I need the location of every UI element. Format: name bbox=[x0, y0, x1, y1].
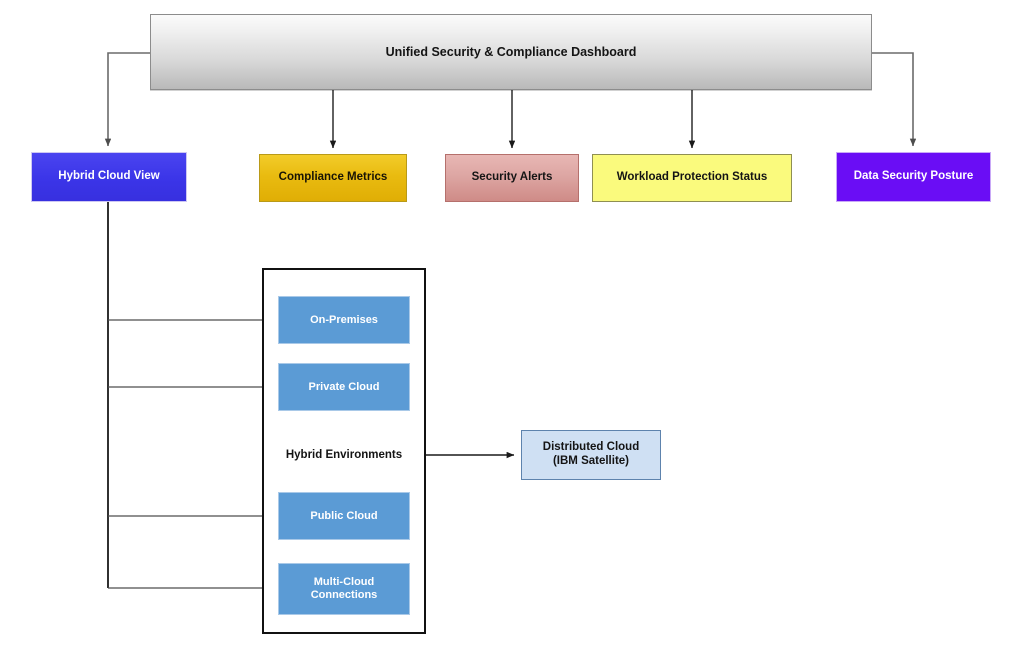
node-distributed-cloud-text: Distributed Cloud (IBM Satellite) bbox=[543, 441, 639, 468]
node-workload-protection-status[interactable]: Workload Protection Status bbox=[592, 154, 792, 202]
node-distributed-cloud-label-line2: (IBM Satellite) bbox=[552, 455, 630, 467]
node-distributed-cloud[interactable]: Distributed Cloud (IBM Satellite) bbox=[521, 430, 661, 480]
hybrid-environments-group-label: Hybrid Environments bbox=[262, 444, 426, 466]
node-data-security-posture[interactable]: Data Security Posture bbox=[836, 152, 991, 202]
node-multi-cloud-connections-label-line2: Connections bbox=[310, 589, 378, 601]
dashboard-banner[interactable]: Unified Security & Compliance Dashboard bbox=[150, 14, 872, 90]
node-multi-cloud-connections[interactable]: Multi-Cloud Connections bbox=[278, 563, 410, 615]
node-distributed-cloud-label-line1: Distributed Cloud bbox=[542, 441, 640, 454]
node-private-cloud-label: Private Cloud bbox=[308, 380, 380, 393]
node-on-premises-label: On-Premises bbox=[310, 313, 378, 326]
node-on-premises[interactable]: On-Premises bbox=[278, 296, 410, 344]
edge-banner-to-hybrid-cloud-view bbox=[104, 52, 150, 147]
node-public-cloud-label: Public Cloud bbox=[310, 509, 378, 522]
node-public-cloud[interactable]: Public Cloud bbox=[278, 492, 410, 540]
node-security-alerts[interactable]: Security Alerts bbox=[445, 154, 579, 202]
node-security-alerts-label: Security Alerts bbox=[471, 171, 553, 184]
node-hybrid-cloud-view[interactable]: Hybrid Cloud View bbox=[31, 152, 187, 202]
node-hybrid-cloud-view-label: Hybrid Cloud View bbox=[58, 170, 160, 183]
node-data-security-posture-label: Data Security Posture bbox=[853, 170, 974, 183]
node-multi-cloud-connections-text: Multi-Cloud Connections bbox=[311, 576, 378, 602]
node-workload-protection-status-label: Workload Protection Status bbox=[616, 171, 768, 184]
node-compliance-metrics[interactable]: Compliance Metrics bbox=[259, 154, 407, 202]
hybrid-environments-group-label-text: Hybrid Environments bbox=[285, 449, 403, 461]
edge-banner-to-data-security-posture bbox=[872, 52, 917, 147]
node-private-cloud[interactable]: Private Cloud bbox=[278, 363, 410, 411]
node-multi-cloud-connections-label-line1: Multi-Cloud bbox=[313, 576, 375, 589]
dashboard-banner-label: Unified Security & Compliance Dashboard bbox=[385, 44, 637, 59]
node-compliance-metrics-label: Compliance Metrics bbox=[278, 171, 388, 184]
